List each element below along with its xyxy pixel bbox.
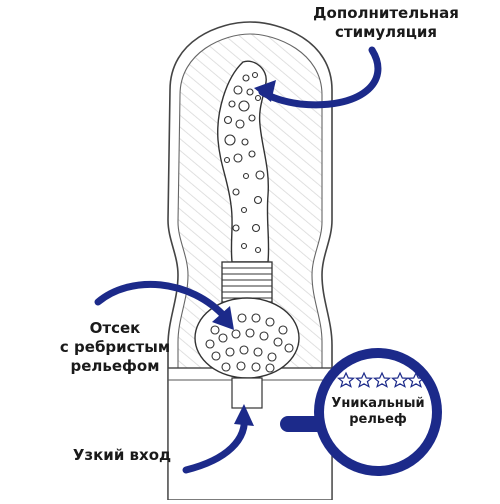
badge-line: рельеф — [349, 412, 407, 427]
canal-nubs — [223, 71, 265, 254]
arrow-narrow-entrance — [182, 404, 254, 474]
label-line: стимуляция — [334, 23, 437, 41]
label-line: рельефом — [70, 357, 160, 375]
badge-stars — [336, 371, 426, 388]
bulb-nubs — [205, 313, 294, 373]
badge-text: Уникальный рельеф — [326, 396, 430, 428]
label-extra-stimulation: Дополнительная стимуляция — [286, 4, 486, 42]
label-line: Отсек — [89, 319, 141, 337]
arrow-extra-stimulation — [254, 46, 382, 109]
badge-line: Уникальный — [331, 396, 425, 411]
arrow-ribbed-chamber — [94, 280, 234, 330]
label-ribbed-chamber: Отсек с ребристым рельефом — [50, 319, 180, 376]
label-line: с ребристым — [59, 338, 171, 356]
label-narrow-entrance: Узкий вход — [62, 446, 182, 465]
label-line: Дополнительная — [313, 4, 459, 22]
label-line: Узкий вход — [72, 446, 172, 464]
